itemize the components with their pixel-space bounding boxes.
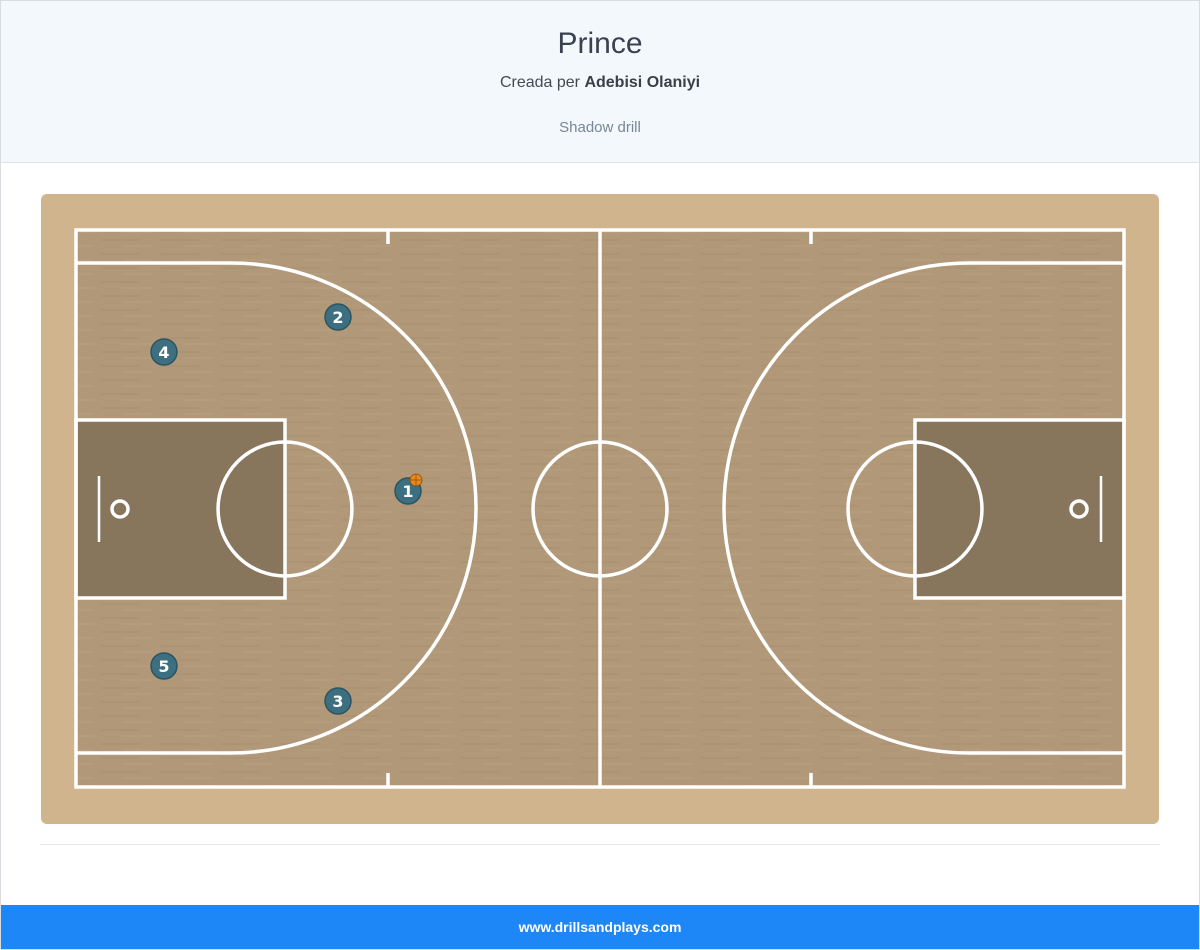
player-3[interactable]: 3 xyxy=(324,687,352,715)
right-paint xyxy=(915,420,1124,598)
left-key xyxy=(74,418,287,600)
right-free-throw-circle xyxy=(846,440,984,578)
page-header: Prince Creada per Adebisi Olaniyi Shadow… xyxy=(1,1,1199,163)
basketball-court: 4 2 1 5 3 xyxy=(41,194,1159,824)
author-name[interactable]: Adebisi Olaniyi xyxy=(584,74,701,91)
author-line: Creada per Adebisi Olaniyi xyxy=(1,74,1199,92)
page-title: Prince xyxy=(557,27,643,60)
right-key xyxy=(913,418,1126,600)
left-free-throw-arc xyxy=(216,440,354,578)
player-5-label: 5 xyxy=(158,657,169,676)
player-3-label: 3 xyxy=(332,692,343,711)
player-4-label: 4 xyxy=(158,343,169,362)
left-paint xyxy=(76,420,285,598)
drill-subtitle: Shadow drill xyxy=(559,119,641,136)
content-divider xyxy=(40,844,1160,845)
player-4[interactable]: 4 xyxy=(150,338,178,366)
right-hoop xyxy=(1069,499,1089,519)
footer-link[interactable]: www.drillsandplays.com xyxy=(518,919,682,935)
player-2[interactable]: 2 xyxy=(324,303,352,331)
right-three-point-arc xyxy=(722,261,970,755)
author-prefix: Creada per xyxy=(499,74,580,91)
basketball-icon xyxy=(409,473,423,487)
player-5[interactable]: 5 xyxy=(150,652,178,680)
center-circle xyxy=(531,440,669,578)
court-diagram: 4 2 1 5 3 xyxy=(41,194,1159,824)
player-2-label: 2 xyxy=(332,308,343,327)
site-footer: www.drillsandplays.com xyxy=(1,905,1199,949)
court-lines xyxy=(74,228,1126,789)
left-hoop xyxy=(110,499,130,519)
left-three-point-arc xyxy=(230,261,478,755)
player-1-label: 1 xyxy=(402,482,413,501)
